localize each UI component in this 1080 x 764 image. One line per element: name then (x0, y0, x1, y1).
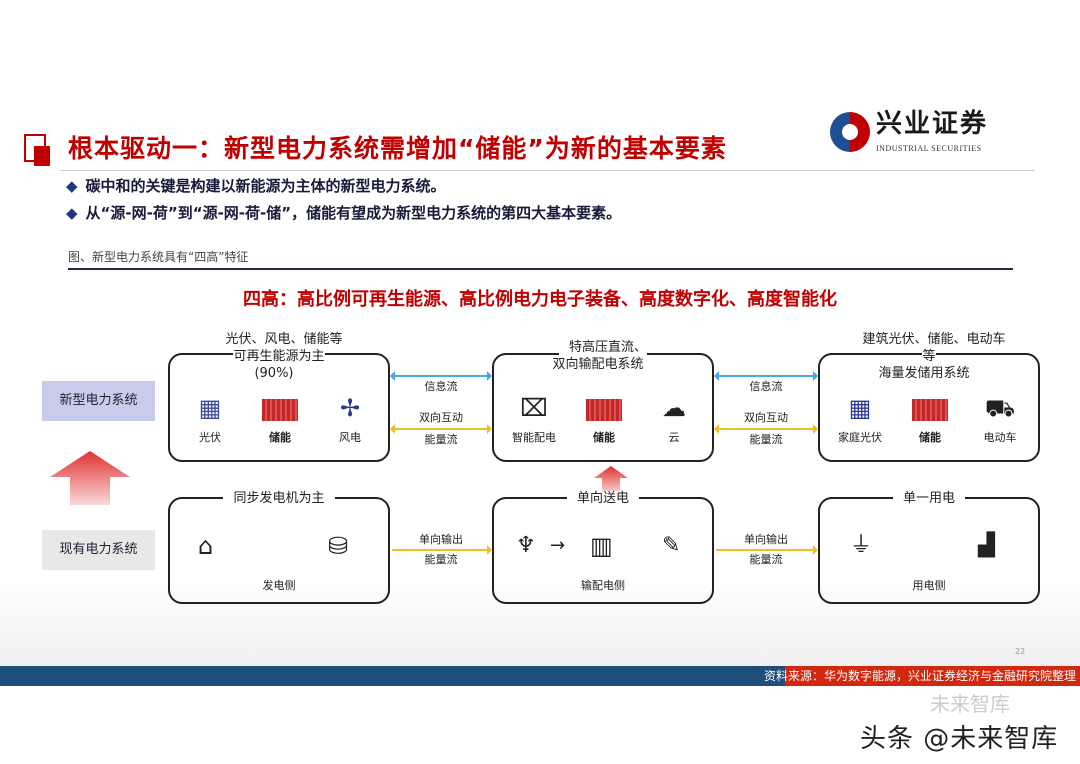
box-label: 用电侧 (912, 579, 946, 592)
item-label: 风电 (339, 431, 361, 444)
logo-mark-icon (830, 112, 870, 152)
battery-rack-icon (900, 391, 960, 425)
side-label-new: 新型电力系统 (42, 381, 155, 421)
link-label: 双向互动 (419, 411, 463, 424)
item-storage: 储能 (900, 391, 960, 445)
item-storage: 储能 (250, 391, 310, 445)
link-label: 能量流 (749, 433, 783, 446)
new-grid-box: 特高压直流、双向输配电系统 ⌧智能配电 储能 ☁云 (492, 340, 714, 462)
item-cloud: ☁云 (644, 391, 704, 445)
battery-rack-icon (250, 391, 310, 425)
item-home-solar: ▦ 家庭光伏 (830, 391, 890, 445)
logo-en: INDUSTRIAL SECURITIES (876, 144, 982, 153)
cloud-icon: ☁ (662, 394, 686, 422)
item-storage: 储能 (574, 391, 634, 445)
one-way-energy-arrow (392, 545, 492, 555)
item-label: 家庭光伏 (838, 431, 882, 444)
box-title: 海量发储用系统 (878, 366, 970, 381)
box-title: 同步发电机为主 (223, 491, 335, 506)
box-title: (90%) (254, 366, 294, 381)
company-logo: 兴业证券 INDUSTRIAL SECURITIES (830, 108, 1020, 158)
new-source-box: 光伏、风电、储能等可再生能源为主 (90%) ▦ 光伏 储能 ✢ 风电 (168, 332, 390, 462)
link-label: 单向输出 (744, 533, 788, 546)
item-label: 储能 (269, 431, 291, 444)
link-label: 能量流 (749, 553, 783, 566)
item-label: 光伏 (199, 431, 221, 444)
divider (60, 170, 1035, 171)
info-flow-arrow (390, 371, 492, 381)
item-label: 储能 (593, 431, 615, 444)
side-label-old: 现有电力系统 (42, 530, 155, 570)
info-flow-arrow (714, 371, 818, 381)
old-transmission-box: 单向送电 ♆ → ▥ ✎ 输配电侧 (492, 491, 714, 604)
old-generation-box: 同步发电机为主 ⌂ ⛁ 发电侧 (168, 491, 390, 604)
energy-flow-arrow (714, 424, 818, 434)
transmission-tower-icon: ♆ (516, 533, 536, 558)
link-label: 信息流 (424, 380, 458, 393)
bullet-1: ◆ 碳中和的关键是构建以新能源为主体的新型电力系统。 (66, 176, 446, 196)
item-smart-dist: ⌧ 智能配电 (504, 391, 564, 445)
item-label: 云 (668, 431, 680, 444)
figure-caption: 图、新型电力系统具有“四高”特征 (68, 250, 249, 264)
up-arrow-icon (50, 451, 130, 505)
box-title: 可再生能源为主 (233, 349, 325, 364)
battery-rack-icon (574, 391, 634, 425)
title-marker-fill (34, 146, 50, 166)
diamond-icon: ◆ (66, 204, 78, 222)
bullet-text: 从“源-网-荷”到“源-网-荷-储”，储能有望成为新型电力系统的第四大基本要素。 (85, 204, 622, 222)
document-edit-icon: ✎ (662, 533, 681, 558)
item-label: 电动车 (983, 431, 1017, 444)
wind-turbine-icon: ✢ (339, 394, 361, 422)
new-load-box: 建筑光伏、储能、电动车等海量发储用系统 ▦ 家庭光伏 储能 ⛟ 电动车 (818, 332, 1040, 462)
box-title: 单向送电 (566, 491, 639, 506)
source-bar: 资料来源：华为数字能源，兴业证券经济与金融研究院整理 (0, 666, 1080, 686)
link-label: 双向互动 (744, 411, 788, 424)
box-title: 等 (922, 349, 936, 364)
logo-cn: 兴业证券 (876, 109, 989, 139)
caption-divider (68, 268, 1013, 270)
diamond-icon: ◆ (66, 177, 78, 195)
smart-meter-icon: ⌧ (520, 394, 548, 422)
link-label: 能量流 (424, 433, 458, 446)
box-title: 建筑光伏、储能、电动车 (862, 332, 1006, 347)
generator-icon: ⛁ (328, 532, 349, 560)
box-title: 双向输配电系统 (552, 357, 644, 372)
source-text: 资料来源：华为数字能源，兴业证券经济与金融研究院整理 (763, 669, 1076, 683)
electric-car-icon: ⛟ (984, 394, 1016, 422)
bullet-2: ◆ 从“源-网-荷”到“源-网-荷-储”，储能有望成为新型电力系统的第四大基本要素… (66, 203, 621, 223)
socket-plug-icon: ⏚ (850, 533, 873, 558)
box-label: 输配电侧 (581, 579, 625, 592)
old-consumption-box: 单一用电 ⏚ ▟ 用电侧 (818, 491, 1040, 604)
building-icon: ▥ (590, 532, 613, 560)
item-solar: ▦ 光伏 (180, 391, 240, 445)
bullet-text: 碳中和的关键是构建以新能源为主体的新型电力系统。 (85, 177, 446, 195)
page-title: 根本驱动一：新型电力系统需增加“储能”为新的基本要素 (68, 134, 727, 163)
page-number: 22 (1015, 647, 1026, 656)
item-ev: ⛟ 电动车 (970, 391, 1030, 445)
link-label: 能量流 (424, 553, 458, 566)
up-arrow-small-icon (594, 466, 628, 494)
box-label: 发电侧 (262, 579, 296, 592)
item-label: 储能 (919, 431, 941, 444)
bar-chart-growth-icon: ▟ (978, 533, 995, 558)
watermark-faint: 未来智库 (930, 692, 1010, 716)
one-way-energy-arrow (716, 545, 818, 555)
power-plant-icon: ⌂ (198, 532, 214, 560)
headline: 四高：高比例可再生能源、高比例电力电子装备、高度数字化、高度智能化 (243, 289, 837, 310)
watermark: 头条 @未来智库 (860, 724, 1059, 754)
home-solar-icon: ▦ (848, 394, 872, 422)
link-label: 信息流 (749, 380, 783, 393)
energy-flow-arrow (390, 424, 492, 434)
box-title: 单一用电 (892, 491, 965, 506)
box-title: 特高压直流、 (568, 340, 647, 355)
link-label: 单向输出 (419, 533, 463, 546)
solar-panel-icon: ▦ (198, 394, 222, 422)
item-wind: ✢ 风电 (320, 391, 380, 445)
box-title: 光伏、风电、储能等 (225, 332, 343, 347)
arrow-right-icon: → (550, 535, 566, 556)
item-label: 智能配电 (512, 431, 556, 444)
